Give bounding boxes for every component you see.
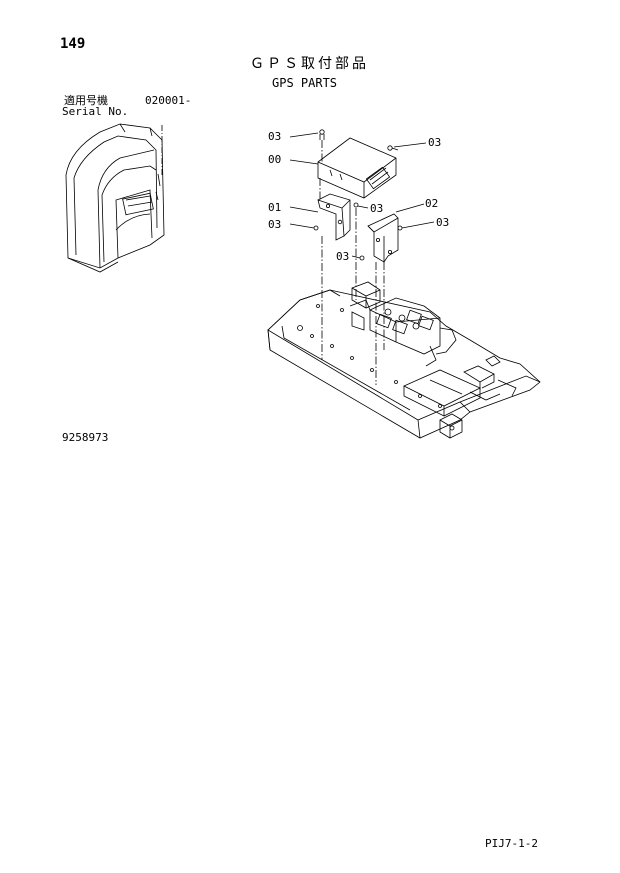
callout-label: 02 (425, 197, 439, 210)
cab-overview-drawing (65, 123, 165, 273)
center-line (319, 140, 385, 385)
mounting-bracket-02 (367, 203, 425, 263)
bolt-hardware (387, 142, 427, 151)
callout-label: 00 (268, 153, 282, 166)
page-title-japanese: ＧＰＳ取付部品 (250, 56, 369, 72)
callout-label: 03 (336, 250, 350, 263)
gps-controller-box (317, 137, 397, 199)
bolt-hardware (289, 202, 435, 261)
drawing-code: 9258973 (62, 431, 109, 444)
serial-number-value: 020001- (145, 94, 192, 107)
serial-label-english: Serial No. (62, 105, 129, 118)
footer-page-code: PIJ7-1-2 (485, 837, 538, 850)
bolt-hardware (289, 129, 325, 165)
callout-label: 03 (370, 202, 384, 215)
mounting-bracket-01 (289, 193, 351, 241)
page-number: 149 (60, 36, 86, 52)
machine-base-frame (267, 281, 541, 439)
callout-label: 03 (268, 130, 282, 143)
serial-label-japanese: 適用号機 (64, 94, 108, 107)
page-title-english: GPS PARTS (272, 76, 338, 90)
callout-label: 03 (436, 216, 450, 229)
callout-label: 01 (268, 201, 282, 214)
callout-label: 03 (428, 136, 442, 149)
callout-label: 03 (268, 218, 282, 231)
